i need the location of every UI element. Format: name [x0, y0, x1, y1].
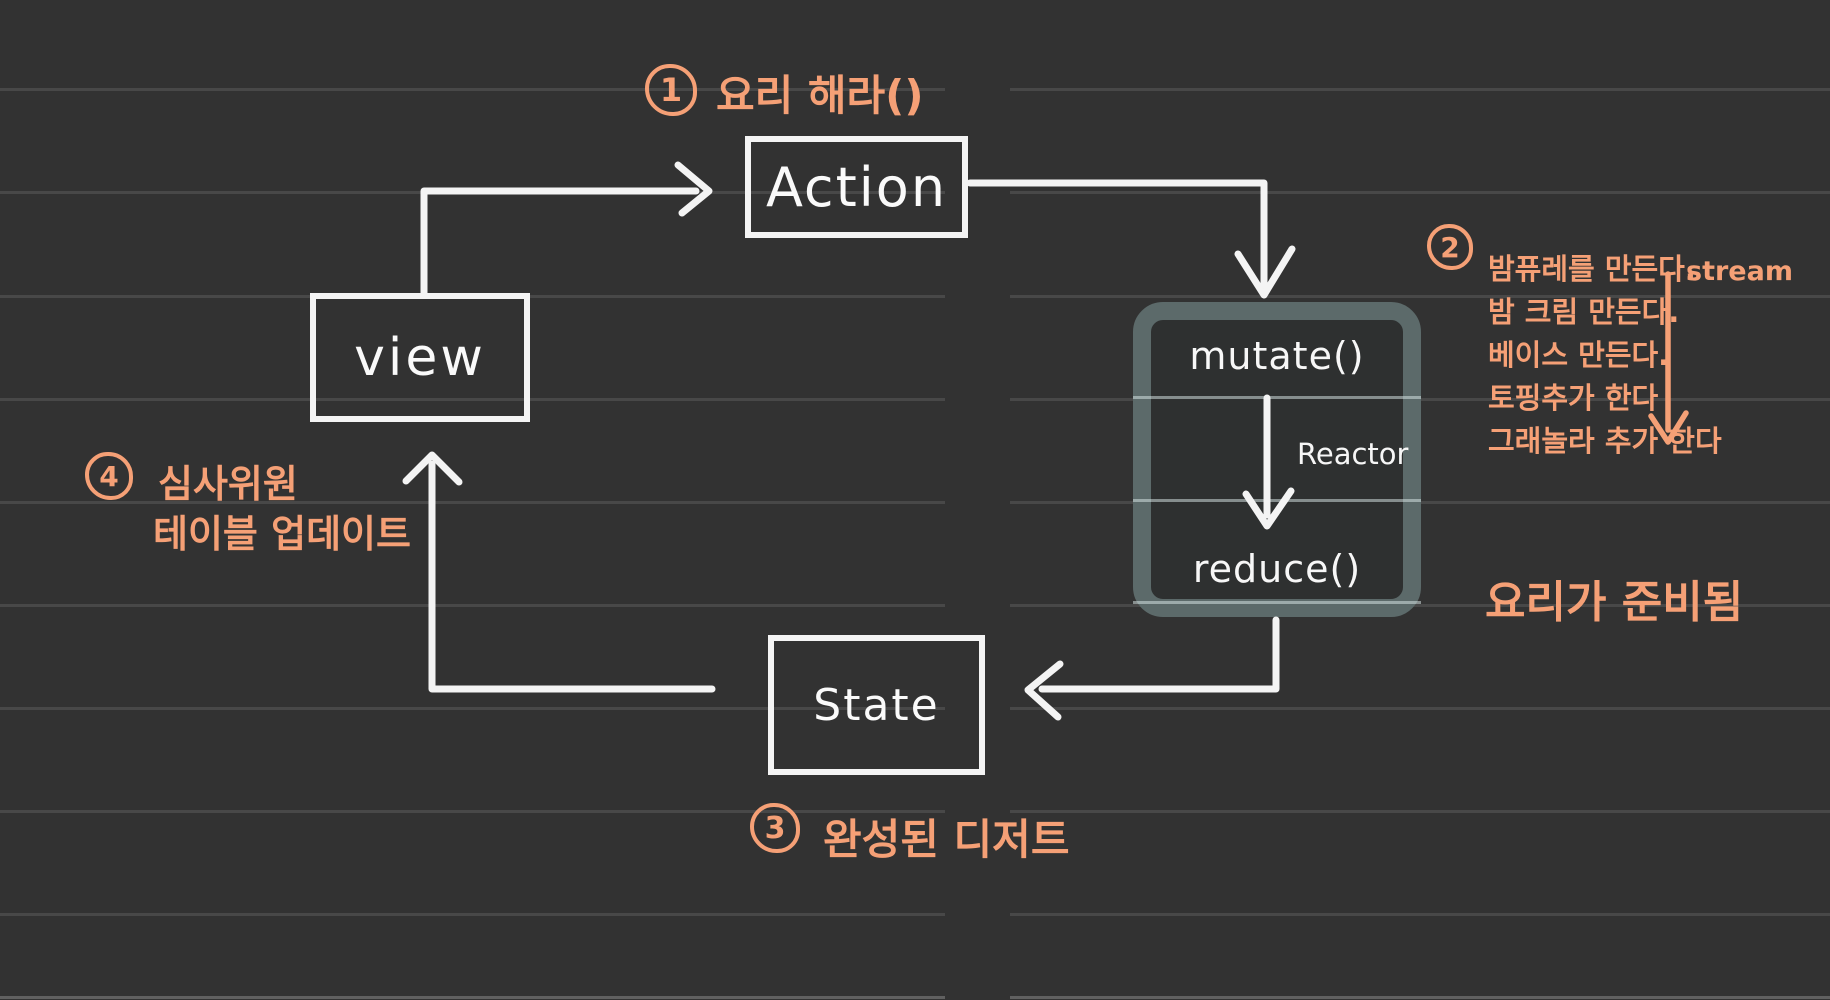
step4-text-line2: 테이블 업데이트 [153, 512, 411, 556]
step1-text: 요리 해라() [716, 71, 924, 120]
gridline [0, 996, 1830, 999]
reduce-label: reduce() [1192, 547, 1362, 591]
view-label: view [354, 327, 486, 388]
step2-circled-number: 2 [1427, 224, 1473, 270]
gridline [0, 501, 1830, 504]
step2-item-list: 밤퓨레를 만든다. 밤 크림 만든다. 베이스 만든다. 토핑추가 한다 그래놀… [1488, 248, 1722, 463]
gridline [0, 810, 1830, 813]
step3-text: 완성된 디저트 [823, 815, 1070, 864]
gridline [0, 191, 1830, 194]
gridline-over-reactor [1133, 601, 1421, 604]
stream-label: stream [1686, 256, 1793, 287]
ready-text: 요리가 준비됨 [1485, 577, 1744, 628]
step4-circled-number: 4 [85, 452, 133, 500]
gridline [0, 604, 1830, 607]
step1-circled-number: 1 [645, 64, 697, 116]
view-node: view [310, 293, 530, 422]
step2-item: 밤퓨레를 만든다. [1488, 252, 1696, 286]
step2-item: 밤 크림 만든다. [1488, 295, 1680, 329]
reactor-name-label: Reactor [1297, 437, 1409, 471]
gridline-over-reactor [1133, 499, 1421, 502]
mutate-label: mutate() [1189, 334, 1365, 378]
gridline [0, 398, 1830, 401]
step2-item: 토핑추가 한다 [1488, 381, 1659, 415]
reduce-to-state-arrow [1024, 616, 1280, 721]
state-to-view-arrow [402, 451, 716, 693]
action-to-mutate-arrow [966, 179, 1296, 299]
gridline [0, 295, 1830, 298]
step3-circled-number: 3 [750, 803, 800, 853]
view-to-action-arrow [420, 161, 713, 298]
gridline-seam [945, 0, 1010, 1000]
state-node: State [768, 635, 985, 775]
action-label: Action [765, 155, 948, 219]
state-label: State [813, 679, 940, 731]
gridline [0, 913, 1830, 916]
step2-item: 그래놀라 추가 한다 [1488, 424, 1722, 458]
action-node: Action [745, 136, 968, 238]
step2-item: 베이스 만든다. [1488, 338, 1670, 372]
gridline [0, 707, 1830, 710]
gridline-over-reactor [1133, 396, 1421, 399]
step4-text-line1: 심사위원 [158, 462, 298, 506]
gridline [0, 88, 1830, 91]
